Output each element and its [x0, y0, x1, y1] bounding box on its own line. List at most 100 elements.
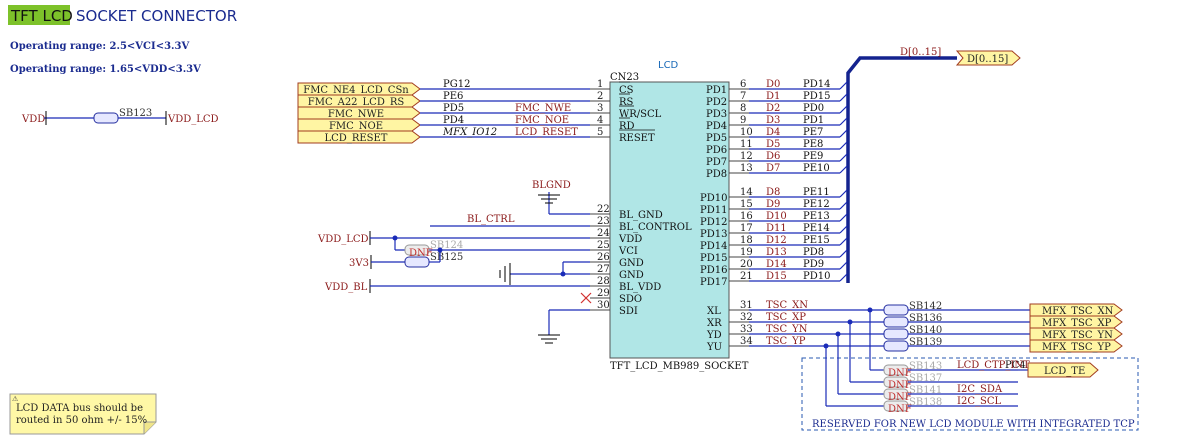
operating-range-vdd: Operating range: 1.65<VDD<3.3V [10, 64, 201, 75]
data-net-label: PD10 [803, 271, 830, 282]
vdd-net-label: VDD [21, 114, 45, 125]
data-net-label: PE10 [803, 163, 830, 174]
pin-number: 27 [597, 264, 610, 275]
lcd-label: LCD [658, 60, 679, 71]
pin-name: XL [707, 306, 721, 317]
title-tag: TFT LCD [10, 7, 73, 25]
sb-label: SB138 [909, 397, 942, 408]
lcd-te-port [1027, 362, 1099, 378]
pin-number: 7 [740, 91, 746, 102]
pin-name: PD15 [700, 253, 727, 264]
data-net-label: PE7 [803, 127, 823, 138]
v3v3-label: 3V3 [349, 258, 369, 269]
touch-port-label: MFX_TSC_YN [1042, 330, 1113, 341]
signal-alias-label: FMC_NWE [515, 103, 571, 114]
pin-number: 19 [740, 247, 753, 258]
pin-number: 16 [740, 211, 753, 222]
pin-number: 2 [597, 91, 603, 102]
pin-number: 9 [740, 115, 746, 126]
dnf-label: DNF [888, 368, 912, 379]
data-net-label: PD8 [803, 247, 824, 258]
pin-number: 26 [597, 252, 610, 263]
pin-name: PD6 [706, 145, 727, 156]
data-bus-port [955, 50, 1021, 66]
data-line-label: D10 [766, 211, 787, 222]
pin-number: 10 [740, 127, 753, 138]
data-line-label: D6 [766, 151, 780, 162]
data-line-label: D5 [766, 139, 780, 150]
data-line-label: D9 [766, 199, 780, 210]
solder-bridge-sb125 [404, 256, 430, 268]
routing-note [9, 393, 157, 435]
data-line-label: D0 [766, 79, 780, 90]
reserved-net-label: I2C_SDA [957, 384, 1003, 395]
solder-bridge-sb142 [883, 304, 909, 316]
signal-port [297, 82, 421, 96]
pin-name: VCI [618, 246, 638, 257]
solder-bridge-sb139 [883, 340, 909, 352]
pin-name: YD [706, 330, 722, 341]
pin-number: 13 [740, 163, 753, 174]
pin-number: 23 [597, 216, 610, 227]
vdd-lcd-power-label: VDD_LCD [317, 234, 369, 245]
pin-number: 25 [597, 240, 610, 251]
signal-alias-label: LCD_RESET [515, 127, 578, 138]
data-net-label: PE14 [803, 223, 830, 234]
signal-port-label: FMC_NOE [329, 121, 383, 132]
data-bus-line [846, 56, 957, 283]
data-net-label: PE13 [803, 211, 830, 222]
pin-name: BL_GND [619, 210, 663, 221]
signal-port [297, 94, 421, 108]
signal-alias-label: FMC_NOE [515, 115, 569, 126]
pin-name: GND [619, 258, 644, 269]
pin-name: SDI [619, 306, 638, 317]
pin-name: PD5 [706, 133, 727, 144]
signal-port [297, 130, 421, 144]
data-line-label: D11 [766, 223, 787, 234]
signal-port [297, 118, 421, 132]
lcd-te-port-label: LCD_TE [1044, 366, 1085, 377]
pin-name: XR [707, 318, 722, 329]
reserved-net-label: I2C_SCL [957, 396, 1001, 407]
data-line-label: D1 [766, 91, 780, 102]
dnf-label: DNF [888, 404, 912, 415]
touch-net-label: TSC_YP [766, 336, 806, 347]
pin-name: PD8 [706, 169, 727, 180]
title-rest: SOCKET CONNECTOR [76, 7, 237, 25]
pin-number: 14 [740, 187, 753, 198]
vdd-lcd-net-label: VDD_LCD [167, 114, 219, 125]
data-net-label: PD14 [803, 79, 830, 90]
data-net-label: PE15 [803, 235, 830, 246]
sb-label: SB136 [909, 313, 942, 324]
pin-number: 24 [597, 228, 610, 239]
data-line-label: D4 [766, 127, 780, 138]
signal-port-label: LCD_RESET [325, 133, 388, 144]
pin-number: 29 [597, 288, 610, 299]
pin-name: RD [619, 121, 635, 132]
pin-name: GND [619, 270, 644, 281]
touch-port [1029, 303, 1123, 317]
pin-number: 21 [740, 271, 753, 282]
pin-name: PD4 [706, 121, 727, 132]
sb-label: SB139 [909, 337, 942, 348]
touch-port [1029, 315, 1123, 329]
pin-number: 3 [597, 103, 603, 114]
data-line-label: D14 [766, 259, 787, 270]
data-line-label: D7 [766, 163, 780, 174]
touch-net-label: TSC_YN [766, 324, 808, 335]
blgnd-label: BLGND [532, 180, 571, 191]
pin-name: PD7 [706, 157, 727, 168]
pin-number: 22 [597, 204, 610, 215]
data-net-label: PE12 [803, 199, 830, 210]
signal-port [297, 106, 421, 120]
pin-number: 15 [740, 199, 753, 210]
pin-number: 8 [740, 103, 746, 114]
pin-number: 17 [740, 223, 753, 234]
data-net-label: PE8 [803, 139, 823, 150]
sb-label: SB141 [909, 385, 942, 396]
solder-bridge-sb123 [93, 112, 119, 124]
pin-name: VDD [618, 234, 642, 245]
data-net-label: PE9 [803, 151, 823, 162]
pin-name: PD10 [700, 193, 727, 204]
pin-number: 20 [740, 259, 753, 270]
